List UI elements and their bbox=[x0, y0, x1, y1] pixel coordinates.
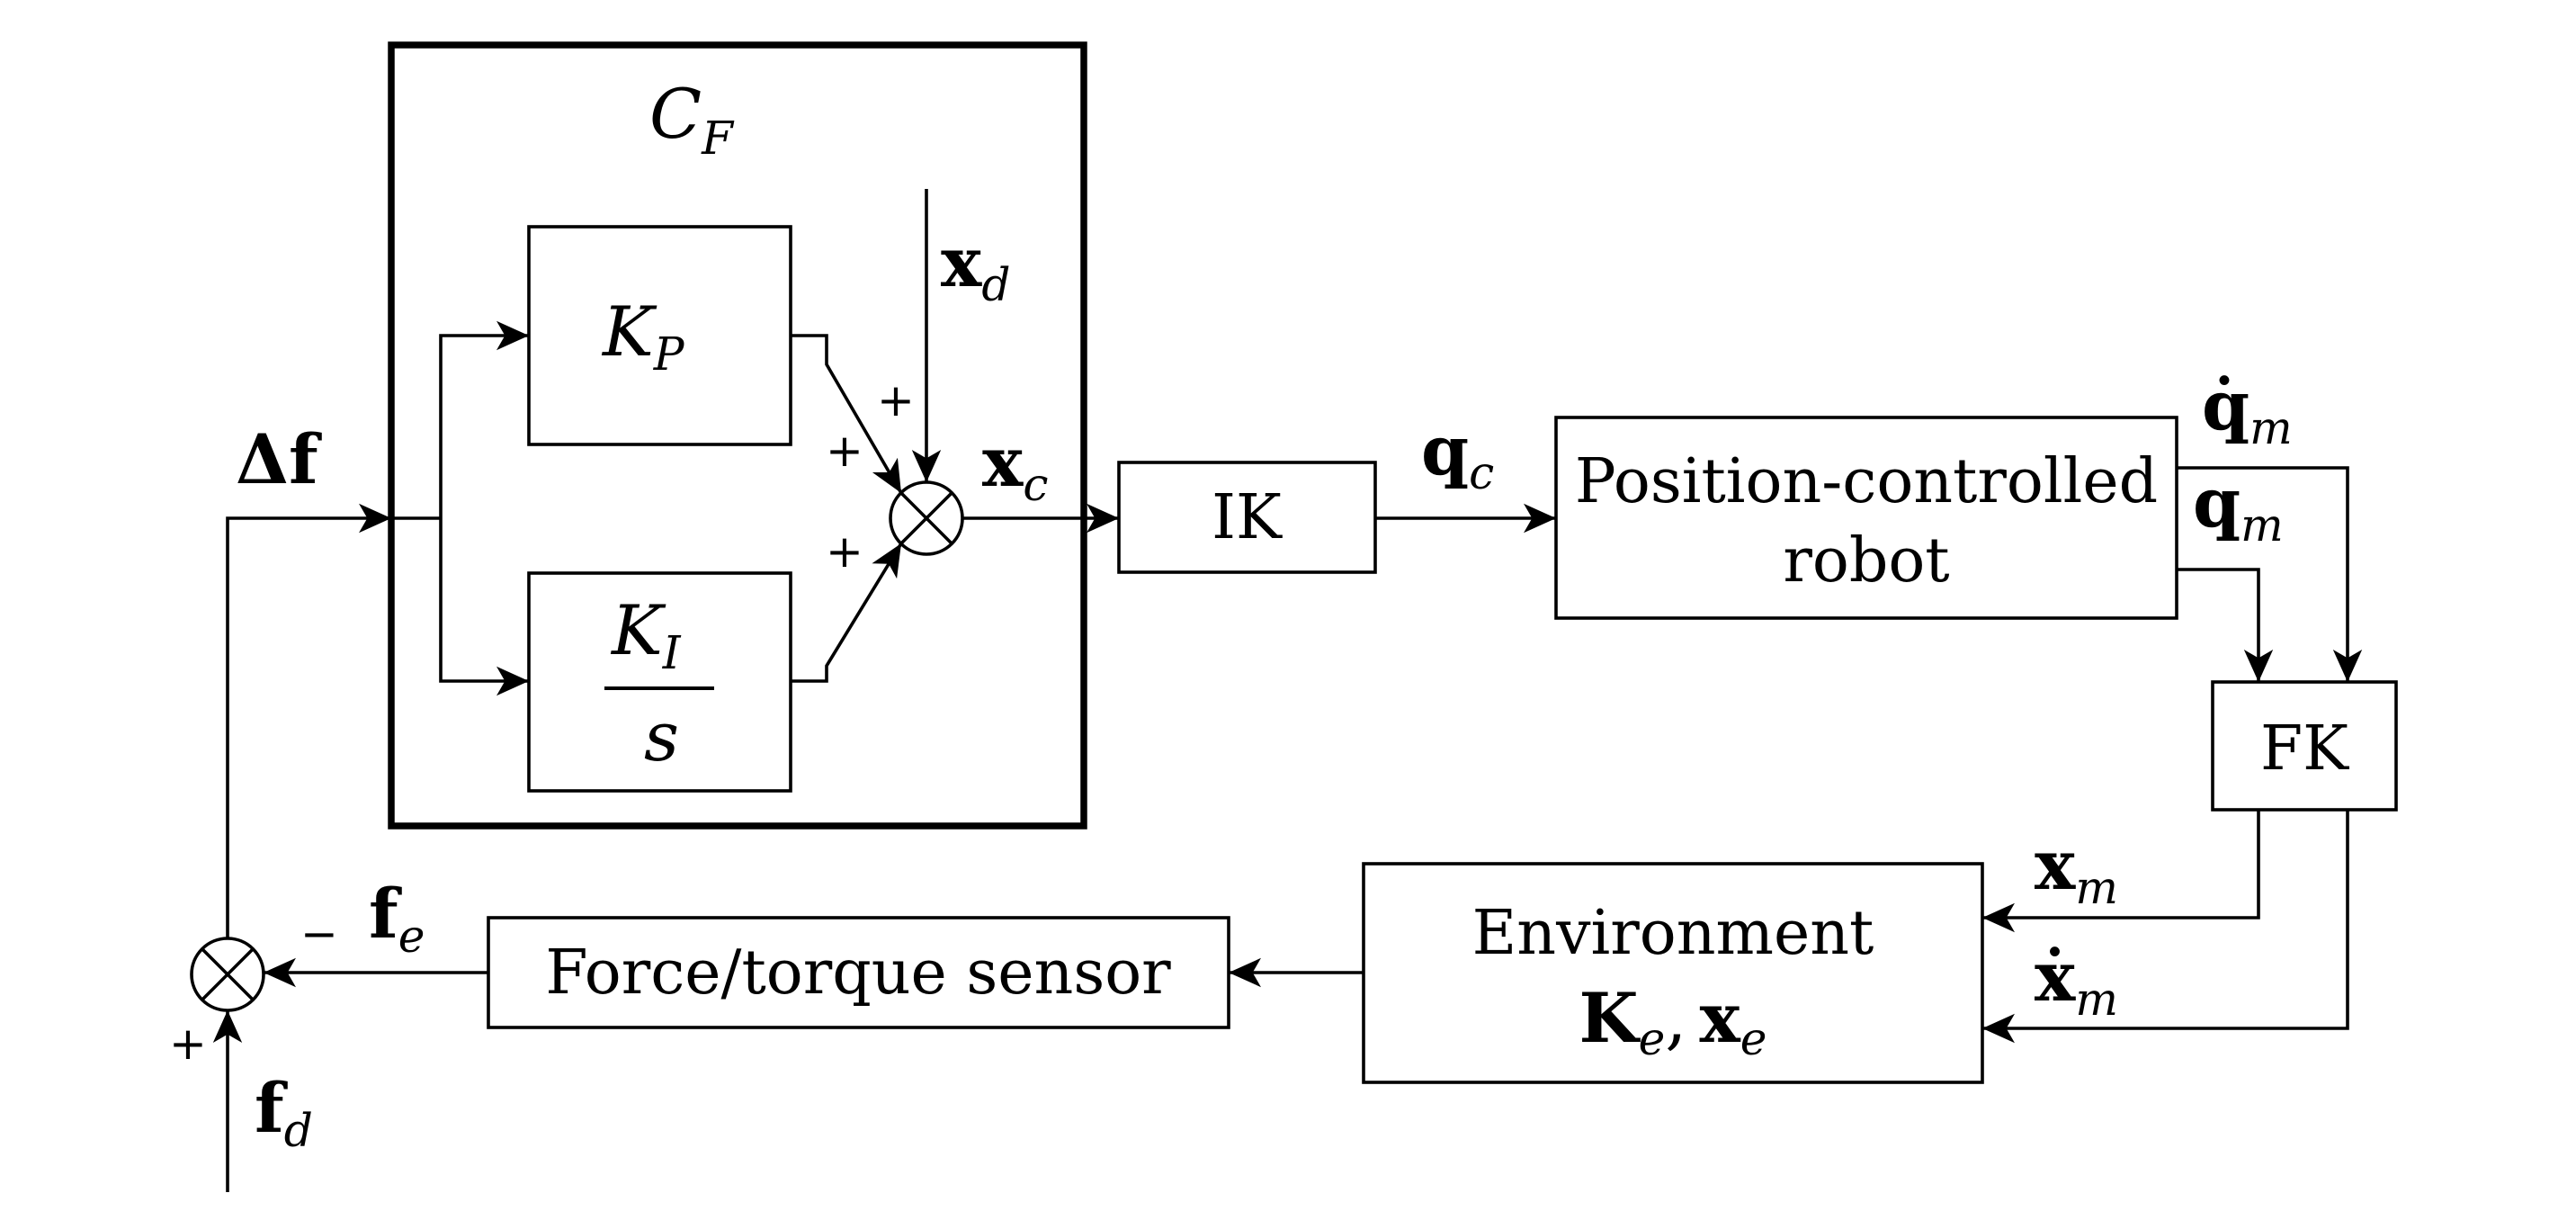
wire-delta-f bbox=[226, 503, 391, 938]
fk-block bbox=[2211, 680, 2398, 812]
sensor-label: Force/torque sensor bbox=[545, 937, 1171, 1009]
robot-label-line1: Position-controlled bbox=[1575, 446, 2158, 517]
label-xc: xc bbox=[982, 422, 1048, 511]
fk-label: FK bbox=[2260, 713, 2349, 785]
wire-to-ki bbox=[439, 518, 529, 696]
kp-label: KP bbox=[601, 292, 685, 381]
wire-xm bbox=[1982, 810, 2260, 933]
robot-label-line2: robot bbox=[1783, 525, 1949, 597]
wire-to-kp bbox=[439, 320, 529, 518]
label-xdot-m: ẋm bbox=[2035, 937, 2118, 1026]
wire-q bbox=[2177, 568, 2274, 682]
sign-plus-ki: + bbox=[826, 525, 863, 578]
label-fe: fe bbox=[369, 874, 425, 963]
wire-ki-out bbox=[791, 543, 903, 683]
label-qc: qc bbox=[1421, 410, 1494, 499]
controller-frame bbox=[388, 41, 1087, 830]
sign-plus-fd: + bbox=[169, 1018, 207, 1070]
wire-qdot bbox=[2177, 466, 2363, 682]
wire-kp-out bbox=[791, 334, 903, 494]
label-q-m: qm bbox=[2193, 462, 2284, 552]
label-delta-f: Δf bbox=[236, 419, 322, 499]
label-x-m: xm bbox=[2035, 825, 2118, 914]
sign-plus-kp: + bbox=[826, 425, 863, 477]
controller-title: CF bbox=[649, 74, 735, 165]
label-fd: fd bbox=[255, 1068, 313, 1157]
ki-denominator: s bbox=[644, 696, 679, 776]
label-qdot-m: q̇m bbox=[2202, 365, 2293, 454]
sign-minus-fe: − bbox=[300, 908, 338, 960]
label-xd: xd bbox=[941, 222, 1010, 311]
error-sum-junction bbox=[190, 937, 265, 1012]
ik-label: IK bbox=[1212, 482, 1283, 553]
sign-plus-xd: + bbox=[877, 374, 915, 426]
environment-label: Environment bbox=[1472, 898, 1874, 969]
wire-xdot bbox=[1982, 810, 2349, 1044]
ki-numerator: KI bbox=[610, 590, 682, 679]
environment-params: Ke,xe bbox=[1579, 978, 1767, 1065]
